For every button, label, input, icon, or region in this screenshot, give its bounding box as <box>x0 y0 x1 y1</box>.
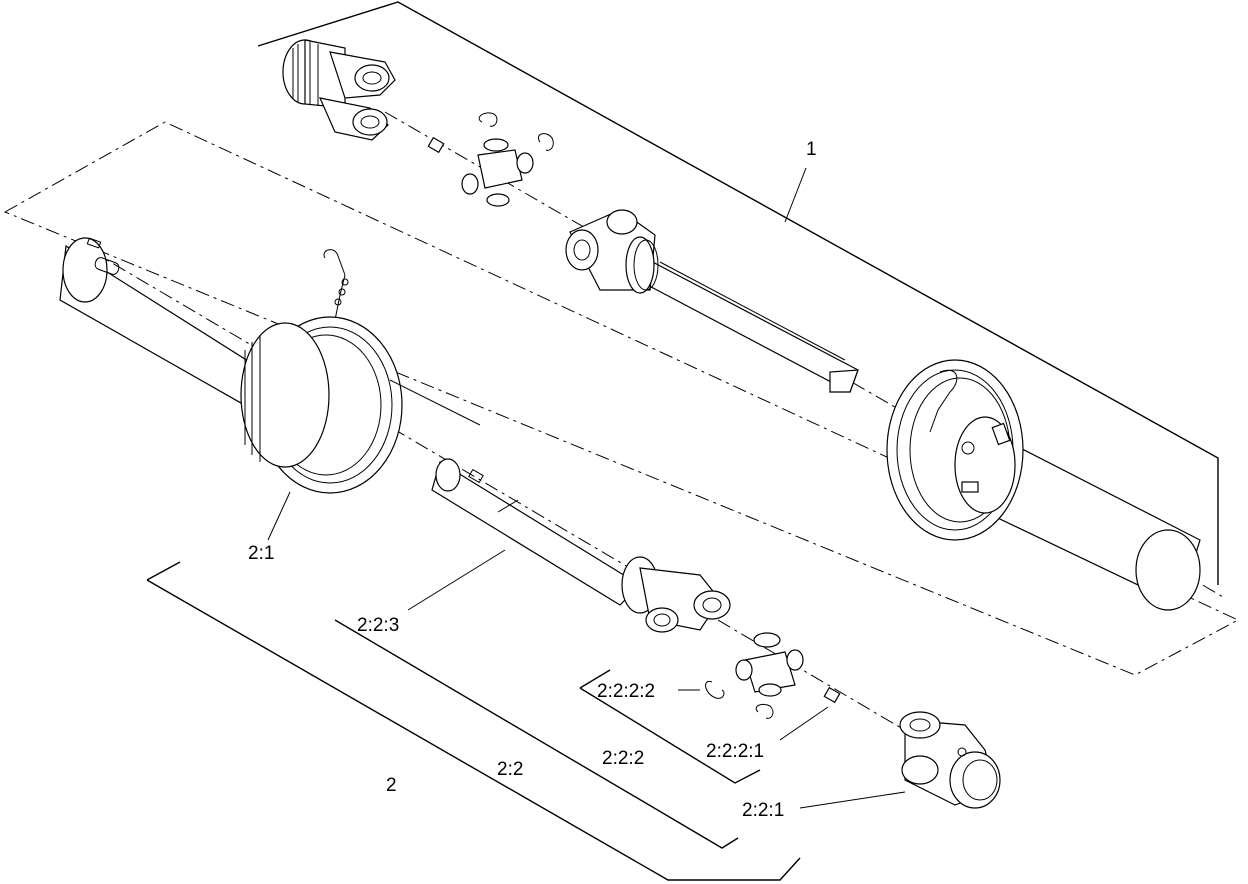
inner-tube-2-2-3-icon <box>431 458 731 633</box>
callout-2-1: 2:1 <box>248 543 274 564</box>
callout-2-2-2-1: 2:2:2:1 <box>706 741 764 762</box>
callout-2-2-3: 2:2:3 <box>357 615 399 636</box>
bracket-2 <box>146 561 801 881</box>
callout-2-2-2-2: 2:2:2:2 <box>597 681 655 702</box>
lower-yoke-2-2-1-icon <box>899 711 1001 809</box>
leader-2-2-3 <box>407 549 506 611</box>
lower-cross-kit-2-2-2-icon <box>705 632 841 719</box>
leader-2-1 <box>267 491 291 541</box>
outer-guard-cone-icon <box>886 359 1201 611</box>
upper-yoke-icon <box>282 39 396 141</box>
callout-2: 2 <box>386 775 397 796</box>
callout-2-2: 2:2 <box>497 759 523 780</box>
bracket-1 <box>257 1 1219 585</box>
leader-2-2-1 <box>799 791 906 809</box>
axis-lower <box>89 249 931 746</box>
bracket-2-2-2 <box>579 669 761 784</box>
guard-dashed-outline <box>3 121 1240 676</box>
callout-2-2-1: 2:2:1 <box>742 800 784 821</box>
callout-2-2-2: 2:2:2 <box>602 748 644 769</box>
callout-1: 1 <box>806 139 817 160</box>
leader-2-2-2-1 <box>779 706 829 741</box>
upper-cross-kit-icon <box>427 112 554 207</box>
guard-tube-2-1-icon <box>59 237 481 494</box>
bracket-2-2 <box>334 619 739 849</box>
inner-yoke-square-shaft-icon <box>565 209 859 393</box>
leader-1 <box>784 167 807 223</box>
